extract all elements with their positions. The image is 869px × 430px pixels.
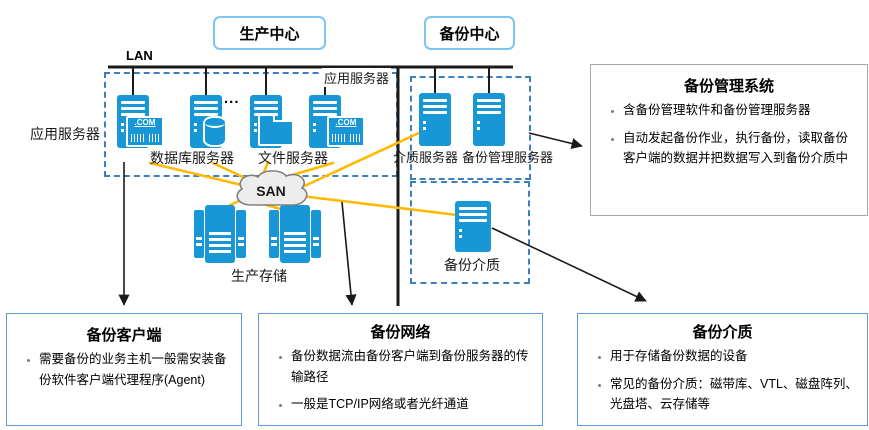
app-servers-outside-label: 应用服务器 [30,126,100,142]
arrow-to-backup-network [341,201,357,306]
production-storage-icon-1 [194,205,246,263]
panel-bullet: 需要备份的业务主机一般需安装备份软件客户端代理程序(Agent) [39,349,233,390]
backup-mgmt-server-icon [473,93,505,146]
backup-network-panel: 备份网络 备份数据流由备份客户端到备份服务器的传输路径 一般是TCP/IP网络或… [258,313,543,426]
file-server-label: 文件服务器 [258,150,328,166]
panel-title: 备份客户端 [86,327,162,344]
folder-icon [258,114,294,146]
com-domain-icon: .COM [327,116,365,147]
backup-media-label: 备份介质 [444,257,500,273]
panel-bullet: 含备份管理软件和备份管理服务器 [623,100,859,121]
backup-center-box: 备份中心 [424,16,515,50]
backup-mgmt-server-label: 备份管理服务器 [462,150,554,165]
production-center-label: 生产中心 [239,25,300,43]
backup-media-server-icon [455,201,491,252]
more-servers-ellipsis: ... [224,90,240,107]
panel-bullet: 常见的备份介质：磁带库、VTL、磁盘阵列、光盘塔、云存储等 [610,374,859,415]
backup-client-panel: 备份客户端 需要备份的业务主机一般需安装备份软件客户端代理程序(Agent) [6,313,242,426]
com-badge-label: .COM [134,118,156,127]
backup-mgmt-system-panel: 备份管理系统 含备份管理软件和备份管理服务器 自动发起备份作业，执行备份，读取备… [590,64,868,216]
production-storage-label: 生产存储 [231,268,287,284]
panel-title: 备份管理系统 [683,78,774,95]
arrow-to-backup-mgmt-system [528,132,583,149]
panel-bullet: 一般是TCP/IP网络或者光纤通道 [291,394,534,415]
backup-servers-group-box [410,76,531,180]
backup-center-label: 备份中心 [439,25,500,43]
backup-media-panel: 备份介质 用于存储备份数据的设备 常见的备份介质：磁带库、VTL、磁盘阵列、光盘… [577,313,868,426]
barcode-icon [332,134,360,142]
panel-bullet-list: 需要备份的业务主机一般需安装备份软件客户端代理程序(Agent) [7,349,241,390]
san-cloud-icon: SAN [228,169,314,213]
barcode-icon [131,134,159,142]
app-servers-corner-label: 应用服务器 [322,68,392,87]
panel-bullet-list: 用于存储备份数据的设备 常见的备份介质：磁带库、VTL、磁盘阵列、光盘塔、云存储… [578,346,867,415]
media-server-label: 介质服务器 [393,150,459,165]
panel-title: 备份介质 [692,324,753,341]
panel-bullet: 用于存储备份数据的设备 [610,346,859,367]
com-domain-icon: .COM [126,116,164,147]
panel-bullet-list: 含备份管理软件和备份管理服务器 自动发起备份作业，执行备份，读取备份客户端的数据… [591,100,867,169]
panel-title: 备份网络 [370,324,431,341]
production-center-box: 生产中心 [213,16,326,50]
database-cylinder-icon [203,116,227,147]
database-server-label: 数据库服务器 [150,150,234,166]
com-badge-label: .COM [335,118,357,127]
san-label: SAN [256,183,286,199]
lan-label: LAN [126,48,153,63]
production-storage-icon-2 [269,205,321,263]
panel-bullet-list: 备份数据流由备份客户端到备份服务器的传输路径 一般是TCP/IP网络或者光纤通道 [259,346,542,415]
panel-bullet: 备份数据流由备份客户端到备份服务器的传输路径 [291,346,534,387]
panel-bullet: 自动发起备份作业，执行备份，读取备份客户端的数据并把数据写入到备份介质中 [623,128,859,169]
media-server-icon [419,93,451,146]
